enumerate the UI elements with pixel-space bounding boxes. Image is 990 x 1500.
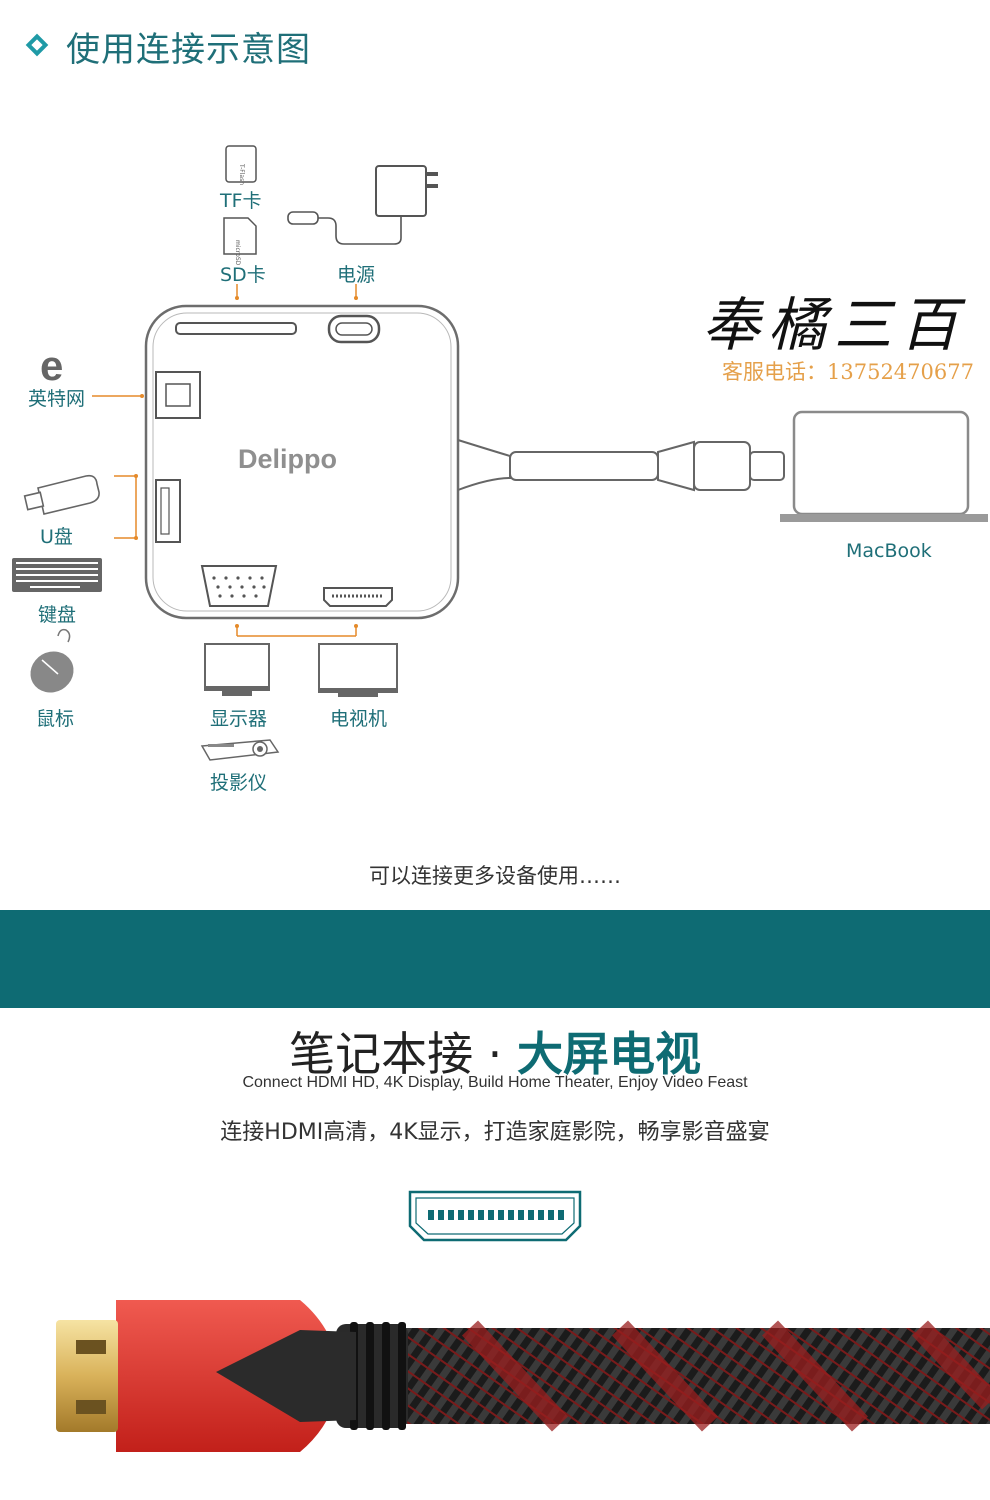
hub-logo: Delippo [238, 444, 337, 474]
mouse-label: 鼠标 [36, 708, 75, 730]
tv-icon [318, 643, 398, 697]
hdmi-cable-illustration [56, 1300, 990, 1452]
more-devices-text: 可以连接更多设备使用…… [369, 864, 621, 888]
ethernet-port [155, 371, 201, 419]
headline-part2: 大屏电视 [516, 1027, 701, 1081]
subheadline-en: Connect HDMI HD, 4K Display, Build Home … [242, 1074, 748, 1091]
monitor-icon [204, 643, 270, 696]
usbc-port [327, 314, 381, 344]
hdmi-icon [408, 1190, 582, 1242]
macbook-label: MacBook [846, 540, 932, 562]
card-slot [175, 322, 297, 335]
hub-body [144, 304, 460, 620]
vga-port [200, 565, 278, 607]
subheadline-cn: 连接HDMI高清，4K显示，打造家庭影院，畅享影音盛宴 [220, 1120, 770, 1145]
tf-card-label: TF卡 [220, 190, 262, 212]
hdmi-port [323, 587, 393, 607]
sd-card-label: SD卡 [220, 264, 266, 286]
usbc-cable [509, 451, 659, 481]
sd-card-icon [223, 217, 257, 255]
internet-icon: e [40, 342, 63, 389]
headline-part1: 笔记本接 · [289, 1027, 517, 1081]
ethernet-label: 英特网 [28, 388, 86, 410]
headline: 笔记本接 · 大屏电视 [0, 1018, 990, 1084]
projector-icon [200, 739, 280, 761]
usb-label: U盘 [40, 526, 73, 548]
diamond-bullet-icon [25, 33, 49, 57]
connection-diagram: T-Flash microSD e [12, 145, 988, 761]
section-title: 使用连接示意图 [66, 30, 311, 70]
brand-name: 奉橘三百 [702, 291, 967, 359]
mouse-icon [30, 628, 74, 693]
tf-card-icon [225, 145, 257, 183]
power-adapter-icon [375, 165, 427, 217]
usb-stick-icon [23, 474, 100, 515]
hdmi-plug [56, 1320, 118, 1432]
power-label: 电源 [337, 264, 376, 286]
projector-label: 投影仪 [210, 772, 268, 794]
tv-label: 电视机 [330, 708, 388, 730]
svg-text:microSD: microSD [234, 240, 241, 266]
macbook-icon [792, 410, 970, 516]
section-divider-band [0, 910, 990, 1008]
monitor-label: 显示器 [210, 708, 268, 730]
keyboard-label: 键盘 [38, 604, 77, 626]
brand-phone: 客服电话：13752470677 [722, 360, 974, 384]
svg-text:T-Flash: T-Flash [238, 163, 245, 185]
usb-port [155, 479, 181, 543]
